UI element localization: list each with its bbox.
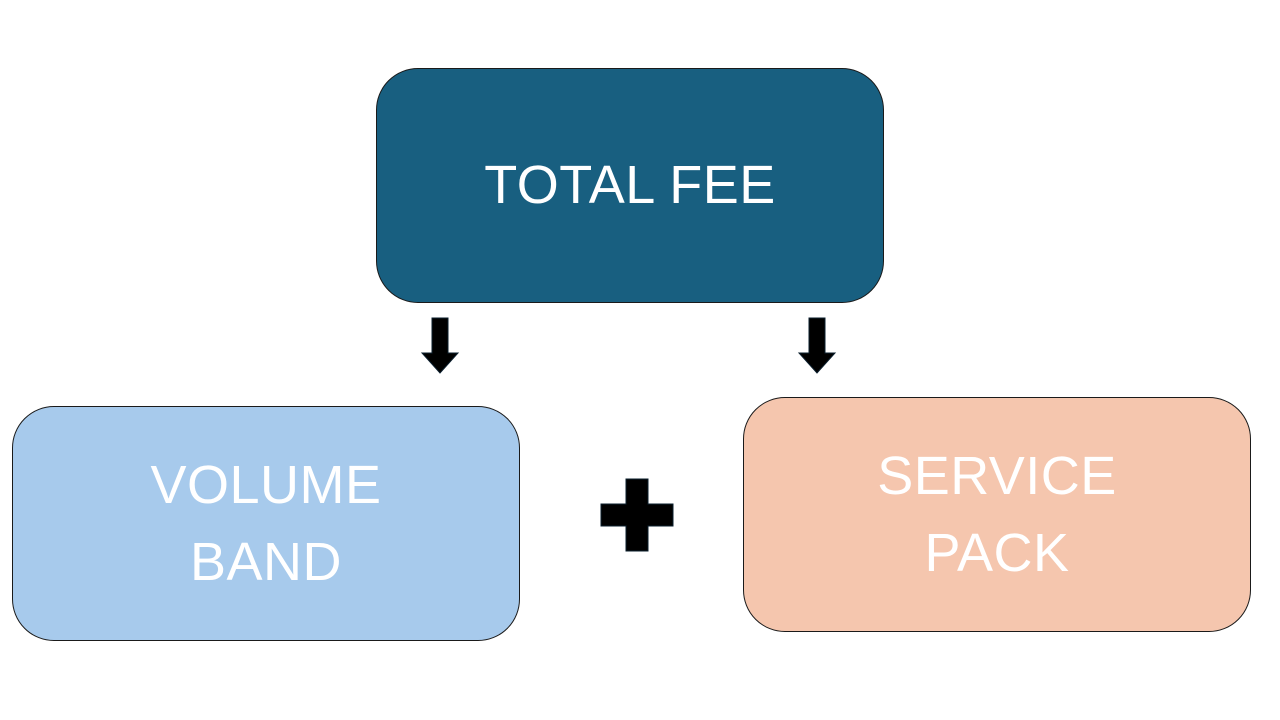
arrow-down-icon bbox=[797, 317, 837, 374]
arrow-down-icon bbox=[420, 317, 460, 374]
service-pack-label-line2: PACK bbox=[924, 522, 1070, 583]
service-pack-label-line1: SERVICE bbox=[877, 445, 1117, 506]
volume-band-label-line1: VOLUME bbox=[150, 454, 382, 515]
service-pack-box: SERVICE PACK bbox=[743, 397, 1251, 632]
total-fee-label: TOTAL FEE bbox=[484, 155, 776, 215]
plus-icon bbox=[600, 478, 674, 552]
volume-band-label-line2: BAND bbox=[189, 531, 343, 592]
volume-band-box: VOLUME BAND bbox=[12, 406, 520, 641]
total-fee-box: TOTAL FEE bbox=[376, 68, 884, 303]
